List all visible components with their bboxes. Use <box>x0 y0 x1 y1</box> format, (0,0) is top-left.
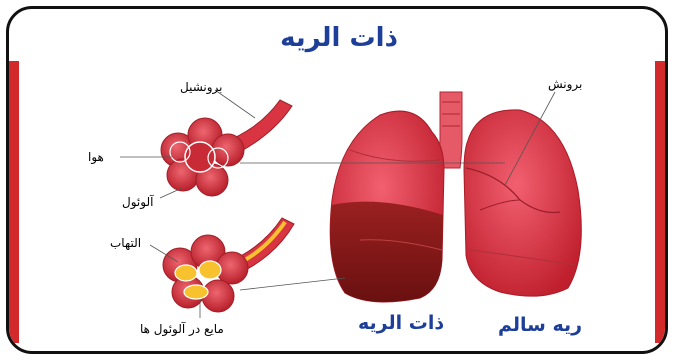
caption-pneumonia: ذات الریه <box>358 312 444 334</box>
label-alveole: آلوئول <box>122 195 153 209</box>
label-air: هوا <box>88 150 104 164</box>
caption-healthy: ریه سالم <box>498 314 582 336</box>
page-title: ذات الریه <box>0 23 678 53</box>
pneumonia-lung <box>330 111 444 302</box>
inflamed-alveoli-cluster <box>163 218 294 312</box>
healthy-lung <box>464 110 581 296</box>
label-fluid: مایع در آلوئول ها <box>140 322 224 336</box>
fluid-blob <box>175 265 197 281</box>
label-bronchus: برونش <box>548 77 582 91</box>
fluid-blob <box>184 285 208 299</box>
label-bronchiole: برونشیل <box>180 80 223 94</box>
healthy-alveoli-cluster <box>161 100 292 196</box>
fluid-blob <box>199 261 221 279</box>
label-inflammation: التهاب <box>110 236 141 250</box>
infected-region <box>330 202 443 302</box>
